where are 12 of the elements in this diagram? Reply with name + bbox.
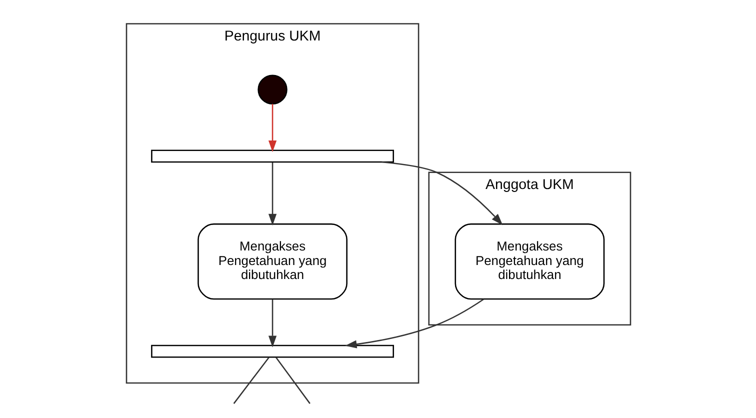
node-box: Mengakses Pengetahuan yang dibutuhkan — [197, 223, 347, 300]
node-box: Mengakses Pengetahuan yang dibutuhkan — [454, 223, 604, 300]
node-bar — [150, 150, 394, 163]
connector — [274, 356, 310, 404]
connector — [232, 356, 269, 404]
arrow — [268, 299, 276, 348]
arrow — [344, 298, 484, 348]
arrow — [268, 104, 276, 152]
arrow — [268, 162, 276, 226]
node-circle — [257, 74, 287, 104]
node-bar — [150, 344, 394, 358]
arrow — [381, 161, 502, 226]
